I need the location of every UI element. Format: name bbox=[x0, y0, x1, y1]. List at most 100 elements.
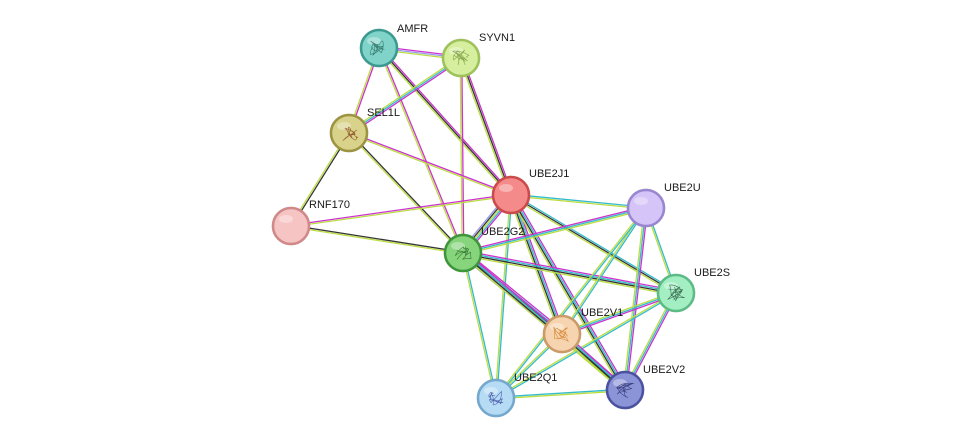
edge-ube2u-ube2v2 bbox=[622, 207, 649, 391]
edge-line-experiments bbox=[625, 207, 649, 391]
edge-ube2j1-ube2s bbox=[509, 192, 678, 296]
edge-ube2s-ube2v1 bbox=[560, 290, 678, 337]
node-ube2g2[interactable]: UBE2G2 bbox=[443, 226, 524, 273]
edge-line-coexpression bbox=[510, 194, 677, 294]
node-label-ube2g2: UBE2G2 bbox=[481, 226, 524, 238]
node-ube2v2[interactable]: UBE2V2 bbox=[605, 364, 685, 410]
node-highlight bbox=[451, 242, 465, 250]
node-circle[interactable] bbox=[271, 206, 311, 246]
edge-line-databases bbox=[348, 57, 462, 134]
edge-line-textmining bbox=[458, 57, 511, 197]
protein-structure-icon bbox=[454, 246, 472, 260]
edge-line-textmining bbox=[510, 195, 647, 210]
edge-line-coexpression bbox=[348, 131, 465, 254]
node-label-sel1l: SEL1L bbox=[367, 107, 400, 119]
edge-line-experiments bbox=[512, 193, 628, 390]
edge-syvn1-sel1l bbox=[347, 56, 463, 135]
node-ube2s[interactable]: UBE2S bbox=[656, 267, 730, 313]
node-highlight bbox=[367, 37, 381, 45]
node-rnf170[interactable]: RNF170 bbox=[271, 199, 350, 246]
edge-line-databases bbox=[562, 207, 648, 336]
edge-amfr-ube2j1 bbox=[377, 46, 513, 197]
edge-line-textmining bbox=[347, 56, 461, 133]
edge-line-textmining bbox=[461, 254, 677, 297]
edge-line-experiments bbox=[561, 293, 678, 337]
edge-line-coexpression bbox=[462, 253, 677, 295]
edge-line-textmining bbox=[494, 194, 511, 399]
edge-line-textmining bbox=[290, 195, 512, 228]
edge-line-databases bbox=[463, 252, 498, 399]
protein-structure-icon bbox=[342, 126, 359, 141]
node-ube2u[interactable]: UBE2U bbox=[626, 182, 701, 228]
edge-line-textmining bbox=[290, 226, 464, 255]
node-ube2j1[interactable]: UBE2J1 bbox=[491, 168, 569, 215]
node-circle[interactable] bbox=[542, 314, 582, 354]
edge-line-textmining bbox=[509, 195, 676, 296]
node-label-rnf170: RNF170 bbox=[309, 199, 350, 211]
node-ube2v1[interactable]: UBE2V1 bbox=[542, 307, 623, 354]
node-circle[interactable] bbox=[476, 378, 516, 418]
edge-line-textmining bbox=[348, 133, 512, 197]
edge-line-textmining bbox=[560, 290, 677, 334]
edge-sel1l-ube2g2 bbox=[347, 131, 465, 255]
node-highlight bbox=[337, 122, 351, 130]
protein-structure-icon bbox=[488, 390, 504, 406]
node-syvn1[interactable]: SYVN1 bbox=[441, 32, 515, 78]
edge-line-experiments bbox=[463, 250, 628, 389]
node-label-ube2v1: UBE2V1 bbox=[581, 307, 623, 319]
edge-rnf170-ube2j1 bbox=[290, 193, 512, 228]
edge-rnf170-ube2g2 bbox=[290, 224, 464, 255]
node-circle[interactable] bbox=[491, 175, 531, 215]
edge-line-textmining bbox=[495, 390, 626, 400]
node-label-amfr: AMFR bbox=[397, 23, 428, 35]
edge-line-coexpression bbox=[509, 194, 625, 392]
node-highlight bbox=[279, 215, 293, 223]
edge-line-coexpression bbox=[290, 224, 464, 253]
node-label-ube2v2: UBE2V2 bbox=[643, 364, 685, 376]
node-sel1l[interactable]: SEL1L bbox=[329, 107, 400, 153]
protein-structure-icon bbox=[553, 326, 569, 343]
edge-line-coexpression bbox=[461, 252, 626, 392]
node-highlight bbox=[550, 323, 564, 331]
edge-line-textmining bbox=[622, 207, 646, 391]
edge-line-experiments bbox=[461, 57, 465, 254]
edge-line-databases bbox=[496, 194, 513, 399]
node-ube2q1[interactable]: UBE2Q1 bbox=[476, 372, 557, 418]
edge-line-experiments bbox=[464, 249, 565, 333]
node-circle[interactable] bbox=[626, 188, 666, 228]
edge-line-databases bbox=[462, 207, 647, 254]
edge-line-databases bbox=[624, 207, 647, 391]
edge-ube2j1-ube2u bbox=[510, 193, 647, 210]
edge-line-textmining bbox=[377, 48, 511, 197]
edge-line-textmining bbox=[462, 208, 648, 256]
edge-line-textmining bbox=[377, 47, 463, 254]
edge-ube2j1-ube2v2 bbox=[508, 193, 628, 392]
node-label-ube2s: UBE2S bbox=[694, 267, 730, 279]
node-label-syvn1: SYVN1 bbox=[479, 32, 515, 44]
edge-line-textmining bbox=[461, 252, 496, 399]
edge-line-coexpression bbox=[460, 57, 512, 196]
edge-amfr-ube2g2 bbox=[377, 47, 465, 254]
edge-line-databases bbox=[462, 251, 627, 391]
edge-ube2g2-ube2q1 bbox=[461, 252, 498, 399]
node-circle[interactable] bbox=[443, 233, 483, 273]
edge-ube2s-ube2q1 bbox=[494, 291, 678, 400]
edge-line-experiments bbox=[290, 193, 512, 226]
protein-structure-icon bbox=[667, 284, 685, 302]
edges-layer bbox=[289, 45, 679, 400]
edge-line-textmining bbox=[459, 57, 463, 254]
edge-ube2q1-ube2v2 bbox=[495, 388, 626, 400]
edge-line-databases bbox=[495, 388, 626, 398]
edge-line-textmining bbox=[494, 206, 647, 399]
protein-structure-icon bbox=[616, 382, 635, 398]
node-amfr[interactable]: AMFR bbox=[359, 23, 428, 68]
node-label-ube2u: UBE2U bbox=[664, 182, 701, 194]
edge-line-databases bbox=[511, 193, 627, 391]
edge-syvn1-ube2j1 bbox=[458, 56, 514, 197]
protein-structure-icon bbox=[452, 49, 470, 66]
node-highlight bbox=[664, 282, 678, 290]
edge-sel1l-ube2j1 bbox=[348, 131, 512, 197]
edge-ube2j1-ube2q1 bbox=[494, 194, 513, 399]
